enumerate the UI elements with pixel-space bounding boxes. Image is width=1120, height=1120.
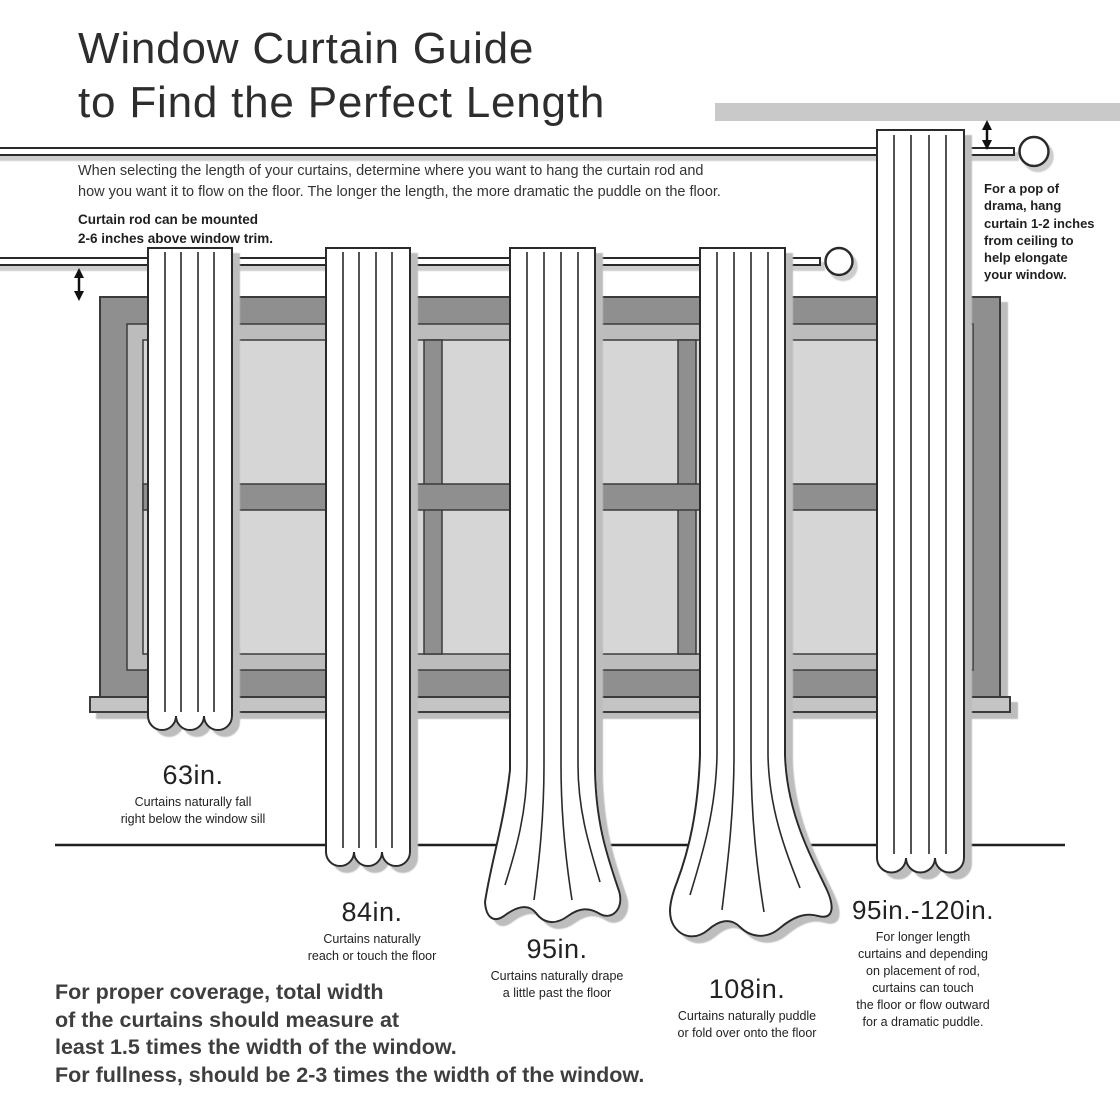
curtain-84in-label: 84in. Curtains naturally reach or touch … [272,897,472,965]
curtain-fold-lines [504,252,601,901]
rod-finial-icon [1018,135,1050,168]
curtain-description: Curtains naturally drape a little past t… [490,969,624,1000]
curtain-84in-graphic [325,247,411,867]
curtain-63in-graphic [147,247,233,731]
ceiling-bar [715,103,1120,121]
curtain-fold-lines [164,252,215,712]
curtain-95in-label: 95in. Curtains naturally drape a little … [457,934,657,1002]
curtain-fold-lines [893,135,947,854]
curtain-length-value: 95in. [526,934,588,964]
curtain-length-value: 84in. [341,897,403,927]
coverage-note: For proper coverage, total width of the … [55,980,645,1087]
curtain-description: Curtains naturally puddle or fold over o… [677,1009,817,1040]
curtain-63in-label: 63in. Curtains naturally fall right belo… [93,760,293,828]
curtain-108in-label: 108in. Curtains naturally puddle or fold… [647,974,847,1042]
rod-gap-arrow-icon [74,268,84,301]
curtain-fold-lines [342,252,393,848]
rod-mount-note: Curtain rod can be mounted 2-6 inches ab… [78,212,274,246]
curtain-panel [876,129,965,874]
curtain-95in-graphic [483,247,622,923]
ceiling-gap-arrow-icon [982,120,992,150]
curtain-description: Curtains naturally reach or touch the fl… [307,932,437,963]
rod-bar [0,147,1015,156]
curtain-length-value: 108in. [708,974,786,1004]
ceiling-hang-note: For a pop of drama, hang curtain 1-2 inc… [984,181,1095,283]
curtain-description: Curtains naturally fall right below the … [120,795,266,826]
curtain-panel [325,247,411,867]
curtain-length-value: 63in. [162,760,224,790]
rod-finial-icon [824,246,854,277]
curtain-95-120in-graphic [876,129,965,874]
curtain-fold-lines [689,252,801,913]
curtain-108in-graphic [669,247,833,938]
intro-text: When selecting the length of your curtai… [78,163,721,200]
curtain-95-120in-label: 95in.-120in. For longer length curtains … [823,895,1023,1031]
curtain-panel [483,247,622,923]
curtain-rod-top [0,135,1050,168]
curtain-panel [147,247,233,731]
page-title: Window Curtain Guide to Find the Perfect… [78,24,606,127]
curtain-length-value: 95in.-120in. [852,895,994,925]
curtain-description: For longer length curtains and depending… [856,930,990,1029]
